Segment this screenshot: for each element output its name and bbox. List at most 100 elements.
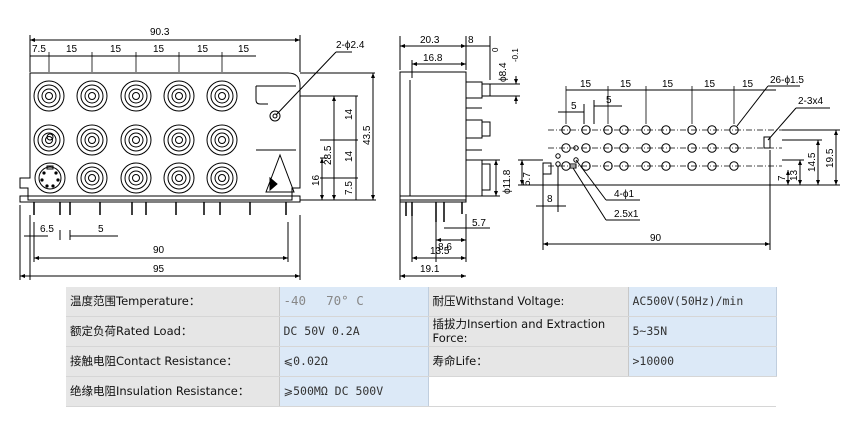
pcb-hole	[707, 161, 717, 171]
front-right-dim: 7.5	[344, 181, 355, 195]
rca-jack	[120, 124, 152, 156]
pcb-right-dim: 7	[777, 175, 788, 181]
rated-load-label: 额定负荷Rated Load：	[66, 316, 280, 347]
pcb-hole	[687, 161, 697, 171]
side-dim-16-8: 16.8	[423, 53, 443, 64]
pcb-dim-5-7: 5.7	[522, 172, 533, 186]
side-dim-13-5: 13.5	[430, 246, 450, 257]
pcb-top-dim: 15	[662, 79, 674, 90]
rated-load-value: DC 50V 0.2A	[279, 316, 429, 347]
pcb-hole	[687, 125, 697, 135]
life-label: 寿命Life：	[428, 346, 629, 377]
front-top-dim: 15	[238, 44, 250, 55]
front-right-dim: 14	[344, 150, 355, 162]
pcb-dim-8: 8	[547, 194, 553, 205]
side-dim-5-7: 5.7	[472, 218, 486, 229]
pcb-hole	[729, 125, 739, 135]
front-right-dim: 28.5	[323, 145, 334, 165]
side-dia-11-8: ϕ11.8	[502, 169, 513, 194]
pcb-hole	[619, 161, 629, 171]
pcb-hole	[581, 161, 591, 171]
life-value: >10000	[628, 346, 777, 377]
pcb-slot-note: 2-3x4	[798, 96, 823, 107]
rca-jack	[76, 124, 108, 156]
pcb-top-dim: 15	[742, 79, 754, 90]
side-dim-19-1: 19.1	[420, 264, 440, 275]
pcb-hole	[707, 125, 717, 135]
pcb-hole	[729, 143, 739, 153]
empty-cell	[628, 376, 776, 407]
rca-jack	[33, 124, 65, 156]
pcb-hole-note-26: 26-ϕ1.5	[770, 75, 804, 86]
front-top-dim: 15	[110, 44, 122, 55]
front-bottom-left: 6.5	[40, 224, 54, 235]
front-right-dim: 14	[344, 108, 355, 120]
rca-jack	[206, 80, 238, 112]
withstand-voltage-value: AC500V(50Hz)/min	[628, 287, 777, 317]
rca-jack	[163, 162, 195, 194]
pcb-hole	[581, 125, 591, 135]
insertion-force-label: 插拔力Insertion and Extraction Force:	[428, 316, 629, 347]
pcb-hole	[561, 125, 571, 135]
pcb-hole	[707, 143, 717, 153]
front-right-dim: 16	[311, 174, 322, 186]
insulation-resistance-label: 绝缘电阻Insulation Resistance：	[66, 376, 280, 407]
pcb-top-dim: 15	[580, 79, 592, 90]
pcb-right-dim: 19.5	[825, 148, 836, 168]
spec-row-temperature: 温度范围Temperature： -40 70° C 耐压Withstand V…	[66, 287, 777, 317]
front-view	[19, 35, 376, 280]
insulation-resistance-value: ⩾500MΩ DC 500V	[279, 376, 429, 407]
front-top-dim: 7.5	[32, 44, 46, 55]
front-bottom-pitch: 5	[98, 224, 104, 235]
temperature-value: -40 70° C	[279, 287, 429, 317]
rca-jack	[33, 80, 65, 112]
pcb-hole	[729, 161, 739, 171]
rca-jack	[76, 80, 108, 112]
pcb-hole	[619, 143, 629, 153]
front-hole-note: 2-ϕ2.4	[336, 40, 365, 51]
pcb-width-90: 90	[650, 233, 662, 244]
side-depth-20-3: 20.3	[420, 35, 440, 46]
pcb-hole	[561, 143, 571, 153]
pcb-slot-note-2: 2.5x1	[614, 209, 639, 220]
side-tol-lower: -0.1	[511, 48, 520, 62]
spec-row-insulation-resistance: 绝缘电阻Insulation Resistance： ⩾500MΩ DC 500…	[66, 376, 776, 407]
front-top-dim: 15	[153, 44, 165, 55]
front-width-95: 95	[153, 264, 165, 275]
spec-table: 温度范围Temperature： -40 70° C 耐压Withstand V…	[66, 287, 777, 407]
rca-jack	[76, 162, 108, 194]
front-top-dim: 15	[66, 44, 78, 55]
pcb-hole	[687, 143, 697, 153]
side-view	[399, 36, 520, 280]
pcb-hole	[661, 125, 671, 135]
side-tol-upper: 0	[491, 47, 500, 52]
pcb-hole-note-4: 4-ϕ1	[614, 189, 634, 200]
spec-row-contact-resistance: 接触电阻Contact Resistance： ⩽0.02Ω 寿命Life： >…	[66, 346, 777, 377]
front-top-dim: 15	[197, 44, 209, 55]
front-width-90-3: 90.3	[150, 27, 170, 38]
pcb-right-dim: 13	[789, 169, 800, 181]
pcb-dim-5a: 5	[571, 101, 577, 112]
pcb-dim-5b: 5	[606, 95, 612, 106]
pcb-hole	[619, 125, 629, 135]
pcb-right-dim: 14.5	[807, 152, 818, 172]
pcb-hole	[641, 161, 651, 171]
pcb-top-dim: 15	[620, 79, 632, 90]
pcb-view	[518, 85, 840, 250]
side-dim-8-6: 8.6	[438, 242, 452, 253]
contact-resistance-value: ⩽0.02Ω	[279, 346, 429, 377]
rca-jack	[206, 162, 238, 194]
front-width-90: 90	[153, 245, 165, 256]
rca-jack	[120, 162, 152, 194]
technical-drawing: 90.3 7.5 15 15 15 15 15 2-ϕ2.4 14 14 43.…	[19, 27, 840, 280]
temperature-label: 温度范围Temperature：	[66, 287, 280, 317]
pcb-hole	[661, 161, 671, 171]
withstand-voltage-label: 耐压Withstand Voltage:	[428, 287, 629, 317]
side-dim-8: 8	[468, 35, 474, 46]
empty-cell	[428, 376, 628, 407]
front-right-dim: 43.5	[362, 125, 373, 145]
pcb-hole	[641, 143, 651, 153]
pcb-hole	[603, 161, 613, 171]
pcb-hole	[603, 125, 613, 135]
pcb-top-dim: 15	[704, 79, 716, 90]
